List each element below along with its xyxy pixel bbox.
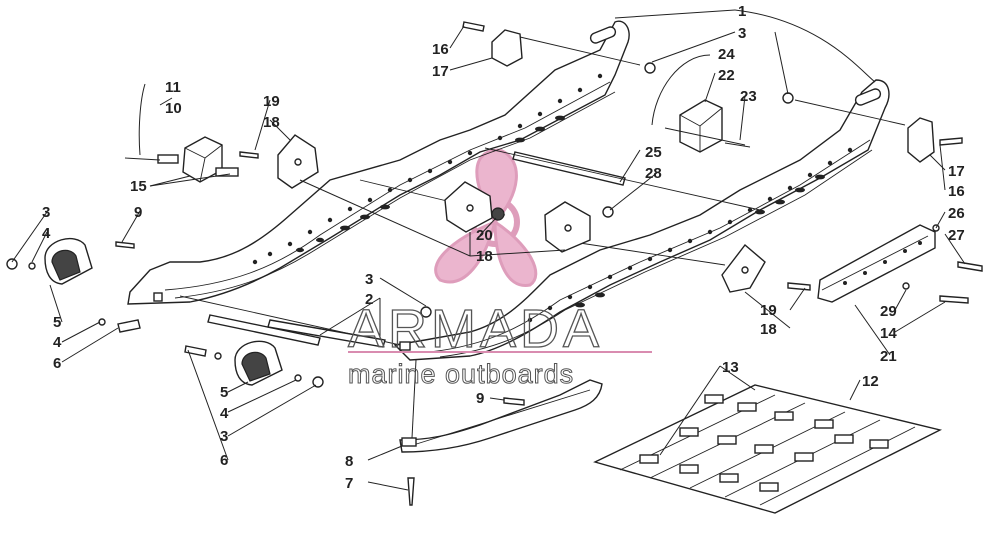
callout-3-mid: 3 [365, 271, 373, 288]
callout-28: 28 [645, 165, 662, 182]
callout-4-left2: 4 [53, 334, 62, 351]
callout-27: 27 [948, 227, 965, 244]
suspension-arm [817, 224, 936, 303]
left-slide-rail [127, 20, 630, 305]
callout-6-mid: 6 [220, 452, 228, 469]
track-belt [593, 384, 943, 514]
callout-9-mid: 9 [476, 390, 484, 407]
callout-8: 8 [345, 453, 353, 470]
watermark-brand: ARMADA [348, 299, 603, 359]
callout-11: 11 [165, 79, 181, 96]
leader-lines [11, 9, 966, 491]
callout-17-right: 17 [948, 163, 965, 180]
callout-16-right: 16 [948, 183, 965, 200]
callout-3-left: 3 [42, 204, 50, 221]
callout-18-right: 18 [760, 321, 777, 338]
callout-24: 24 [718, 46, 735, 63]
callout-18-center: 18 [476, 248, 493, 265]
callout-9-left: 9 [134, 204, 142, 221]
callout-22: 22 [718, 67, 735, 84]
callout-21: 21 [880, 348, 897, 365]
callout-labels: 1 3 24 22 23 16 17 11 10 19 18 15 3 4 9 … [42, 3, 965, 492]
callout-10: 10 [165, 100, 182, 117]
callout-12: 12 [862, 373, 879, 390]
watermark: ARMADA marine outboards [347, 298, 652, 390]
callout-1: 1 [738, 3, 746, 20]
callout-18-top: 18 [263, 114, 280, 131]
fasteners [6, 21, 983, 506]
rail-brackets [44, 29, 935, 386]
callout-4-mid: 4 [220, 405, 229, 422]
callout-7: 7 [345, 475, 353, 492]
cross-shafts [179, 36, 906, 348]
callout-20: 20 [476, 227, 493, 244]
callout-19-top: 19 [263, 93, 280, 110]
callout-3-low: 3 [220, 428, 228, 445]
callout-5-left: 5 [53, 314, 61, 331]
callout-17-top: 17 [432, 63, 449, 80]
wear-strip [399, 379, 603, 453]
callout-29: 29 [880, 303, 897, 320]
callout-19-right: 19 [760, 302, 777, 319]
callout-5-mid: 5 [220, 384, 228, 401]
callout-6-left: 6 [53, 355, 61, 372]
callout-23: 23 [740, 88, 757, 105]
callout-13: 13 [722, 359, 739, 376]
callout-4-left: 4 [42, 225, 51, 242]
callout-2: 2 [365, 291, 373, 308]
callout-3: 3 [738, 25, 746, 42]
callout-14: 14 [880, 325, 897, 342]
callout-15: 15 [130, 178, 147, 195]
callout-16-top: 16 [432, 41, 449, 58]
watermark-tagline: marine outboards [348, 359, 574, 389]
callout-26: 26 [948, 205, 965, 222]
callout-25: 25 [645, 144, 662, 161]
